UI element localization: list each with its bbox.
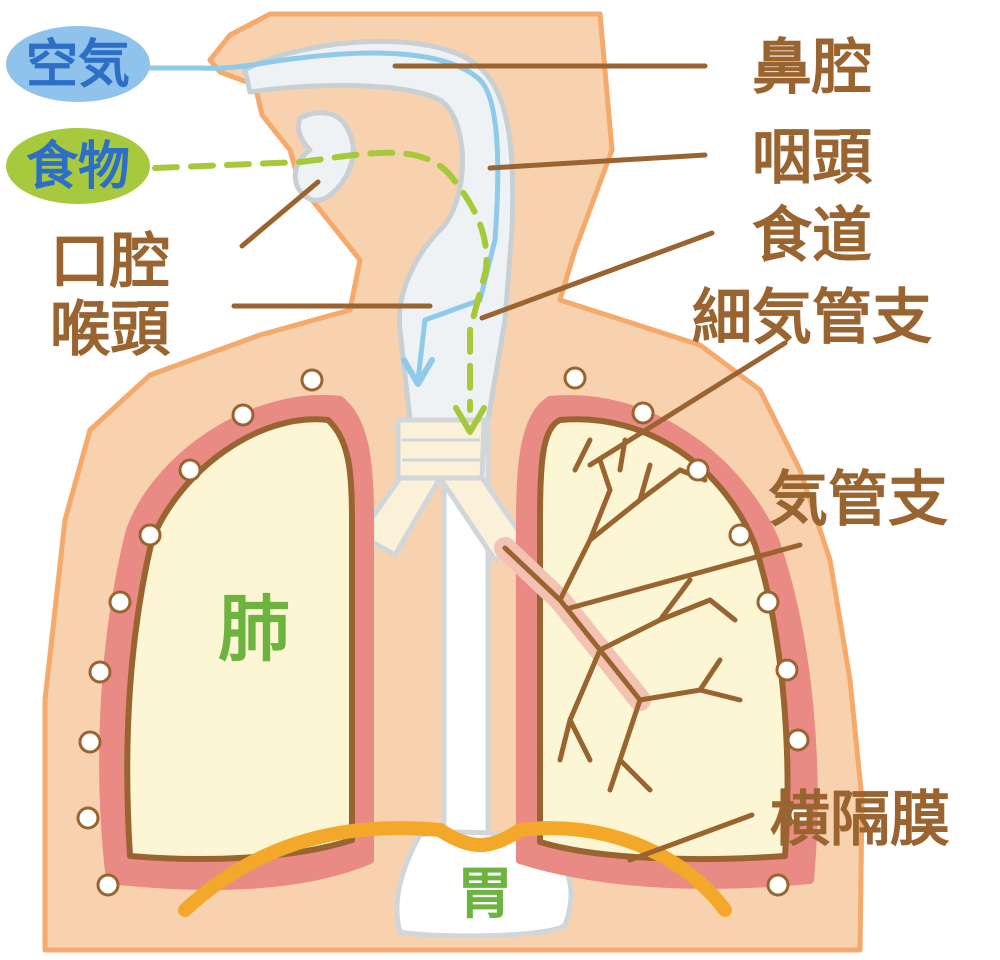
lung-label: 肺 [218,587,290,671]
air-path [147,50,501,383]
right-pleural-dots [563,366,812,897]
air-label: 空気 [26,35,130,95]
oral-cavity [292,110,356,203]
air-bubble [6,26,150,102]
leader-lines [231,63,803,863]
left-pleural-dots [76,368,324,897]
food-bubble [6,128,150,204]
food-path [152,149,490,413]
diaphragm-line [178,821,732,917]
bronchial-tree [494,437,743,793]
esophagus-label: 食道 [752,201,872,271]
stomach-label: 胃 [457,862,513,927]
air-arrowhead [401,357,435,387]
larynx-label: 喉頭 [50,295,171,365]
diaphragm-label: 横隔膜 [770,785,950,855]
pharynx-label: 咽頭 [752,123,873,193]
bronchioles-label: 細気管支 [692,283,932,353]
nasal-cavity-label: 鼻腔 [752,33,872,103]
food-arrowhead [453,405,487,435]
bronchi-label: 気管支 [768,465,948,535]
food-label: 食物 [26,137,130,197]
upper-airway [242,38,516,423]
oral-cavity-label: 口腔 [50,227,170,297]
